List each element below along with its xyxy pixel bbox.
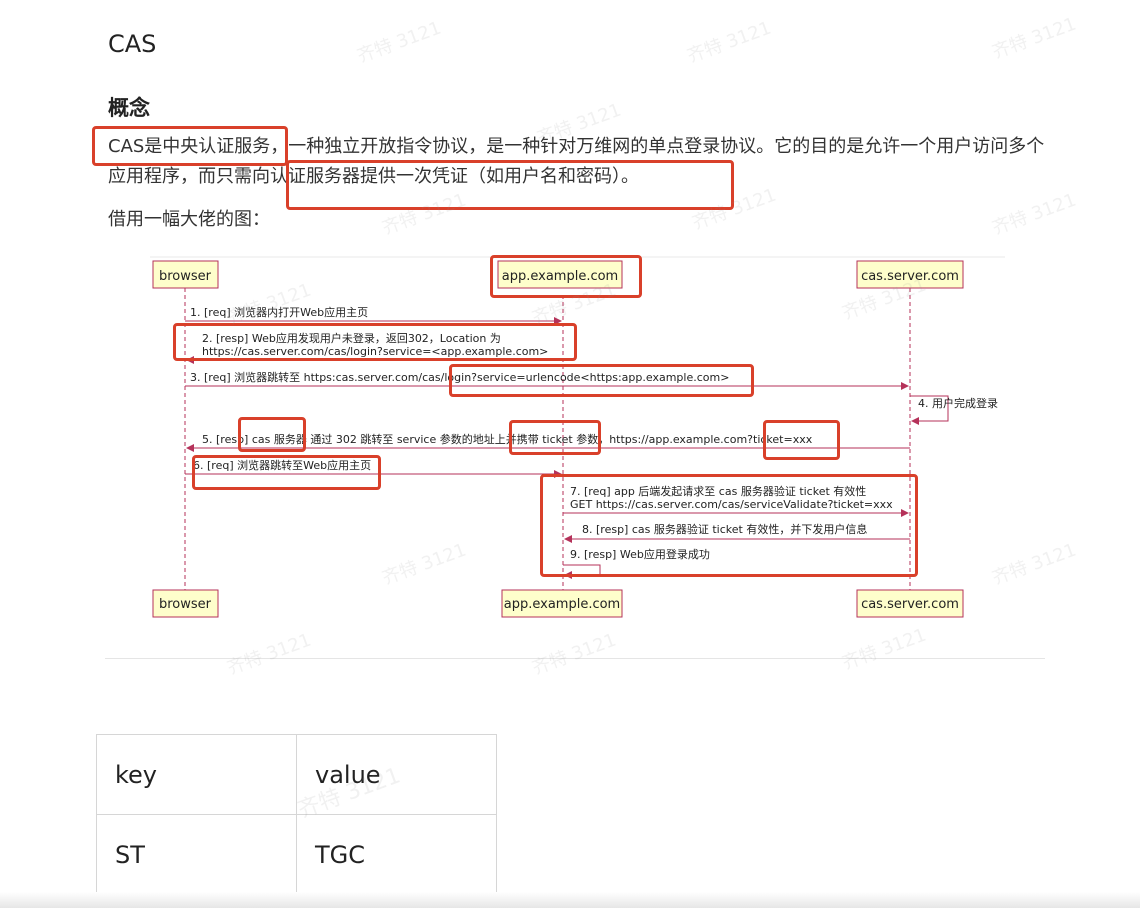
participant-browser-top: browser [152, 260, 219, 289]
message-2-url: https://cas.server.com/cas/login?service… [202, 345, 548, 358]
message-3: 3. [req] 浏览器跳转至 https:cas.server.com/cas… [190, 370, 729, 384]
highlight-box [92, 126, 288, 166]
page-bottom-edge [0, 892, 1140, 908]
highlight-box [509, 420, 601, 455]
message-7-url: GET https://cas.server.com/cas/serviceVa… [570, 498, 893, 511]
participant-browser-bottom: browser [152, 589, 219, 618]
participant-app-top: app.example.com [497, 260, 623, 289]
participant-cas-bottom: cas.server.com [856, 589, 964, 618]
watermark: 齐特 3121 [839, 624, 929, 675]
message-1: 1. [req] 浏览器内打开Web应用主页 [190, 305, 368, 319]
highlight-box [449, 364, 754, 397]
participant-label: browser [159, 269, 212, 284]
highlight-box [192, 455, 381, 490]
key-value-table: key value ST TGC [96, 734, 497, 895]
table-cell: TGC [296, 814, 497, 895]
message-2: 2. [resp] Web应用发现用户未登录，返回302，Location 为 [202, 331, 501, 345]
table-row: key value [96, 734, 497, 815]
table-header-cell: value [296, 734, 497, 815]
concept-paragraph: CAS是中央认证服务，一种独立开放指令协议，是一种针对万维网的单点登录协议。它的… [108, 136, 1045, 187]
watermark: 齐特 3121 [989, 13, 1079, 64]
highlight-box [238, 417, 306, 452]
figure-caption: 借用一幅大佬的图： [108, 209, 270, 230]
message-6: 6. [req] 浏览器跳转至Web应用主页 [193, 458, 371, 472]
sequence-diagram: browser app.example.com cas.server.com 1… [150, 255, 1005, 625]
highlight-box [763, 420, 840, 460]
table-row: ST TGC [96, 814, 497, 895]
divider [105, 658, 1045, 659]
participant-label: cas.server.com [861, 269, 959, 284]
watermark: 齐特 3121 [224, 629, 314, 680]
table-header-cell: key [96, 734, 297, 815]
highlight-box [490, 255, 642, 298]
message-8: 8. [resp] cas 服务器验证 ticket 有效性，并下发用户信息 [582, 522, 867, 536]
page-title: CAS [108, 30, 157, 58]
participant-label: browser [159, 597, 212, 612]
participant-app-bottom: app.example.com [501, 589, 623, 618]
message-5: 5. [resp] cas 服务器 通过 302 跳转至 service 参数的… [202, 432, 813, 446]
watermark: 齐特 3121 [989, 189, 1079, 240]
table-cell: ST [96, 814, 297, 895]
highlight-box [540, 474, 918, 577]
watermark: 齐特 3121 [529, 629, 619, 680]
message-9: 9. [resp] Web应用登录成功 [570, 547, 710, 561]
participant-label: cas.server.com [861, 597, 959, 612]
message-7: 7. [req] app 后端发起请求至 cas 服务器验证 ticket 有效… [570, 484, 866, 498]
highlight-box [286, 160, 734, 210]
watermark: 齐特 3121 [354, 17, 444, 68]
section-heading: 概念 [108, 96, 150, 120]
participant-label: app.example.com [504, 597, 620, 612]
message-4: 4. 用户完成登录 [918, 396, 998, 410]
participant-cas-top: cas.server.com [856, 260, 964, 289]
participant-label: app.example.com [502, 269, 618, 284]
highlight-box [173, 323, 577, 361]
watermark: 齐特 3121 [684, 17, 774, 68]
